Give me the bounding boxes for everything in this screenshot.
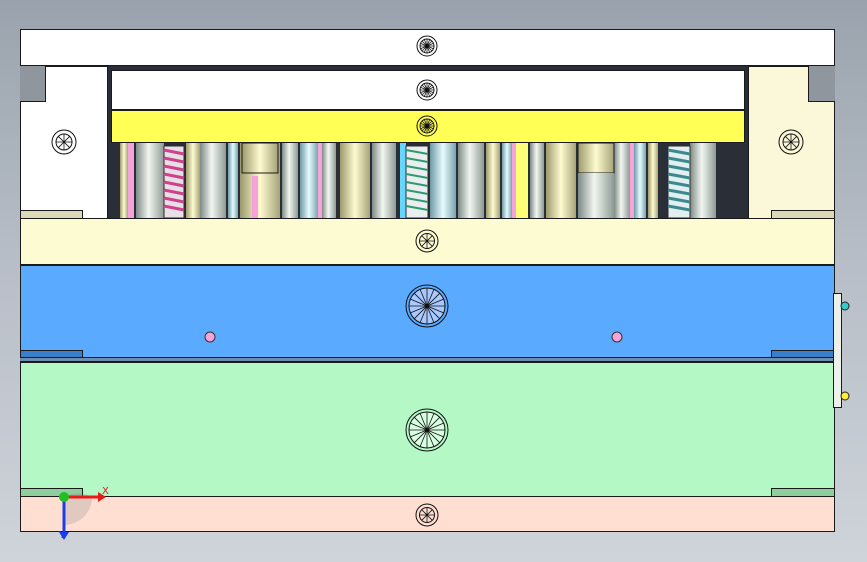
screw-icon <box>416 115 438 137</box>
support-plate-ledge-left <box>20 210 83 219</box>
dowel-pin-left-icon <box>204 331 216 343</box>
side-bolt-bottom-icon <box>840 391 850 401</box>
coordinate-triad: X Y <box>50 484 110 544</box>
support-block-right-notch <box>808 66 835 102</box>
screw-icon <box>415 229 439 253</box>
support-block-left-notch <box>20 66 46 102</box>
bushings <box>241 142 615 220</box>
triad-axes-icon <box>59 492 106 540</box>
guide-pins <box>128 143 634 220</box>
ejector-retainer-plate[interactable] <box>111 70 745 110</box>
side-bolt-top-icon <box>840 301 850 311</box>
dowel-pin-right-icon <box>611 331 623 343</box>
y-axis-label: Y <box>59 530 66 541</box>
locating-ring-icon <box>405 408 449 452</box>
x-axis-label: X <box>102 486 109 497</box>
screw-icon <box>415 503 439 527</box>
side-lock-block[interactable] <box>833 293 842 408</box>
screw-icon <box>416 79 438 101</box>
parting-line <box>20 357 835 362</box>
return-pins <box>120 143 716 220</box>
springs <box>163 145 691 219</box>
screw-icon <box>51 129 77 155</box>
sprue-bushing-icon <box>405 284 449 328</box>
screw-icon <box>778 129 804 155</box>
support-plate-ledge-right <box>771 210 835 219</box>
screw-icon <box>416 35 438 57</box>
